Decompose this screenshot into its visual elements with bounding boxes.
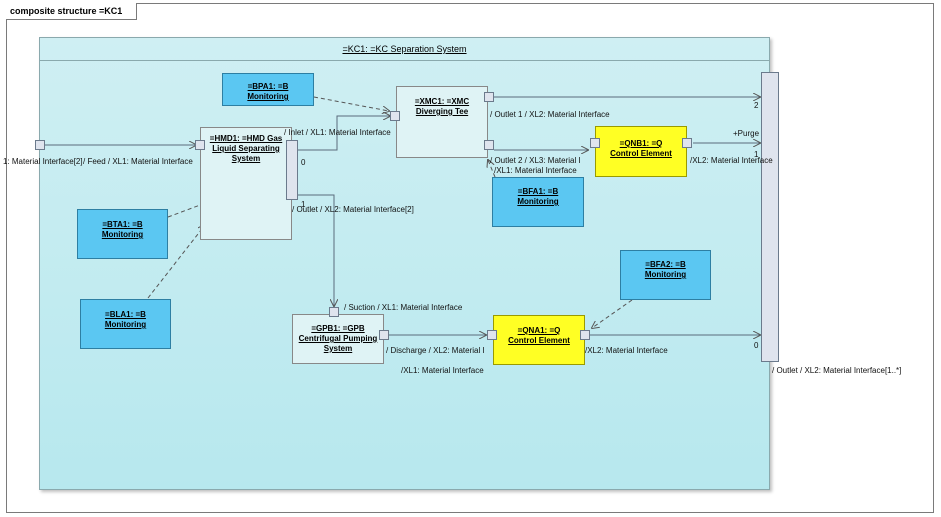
main-outlet-port[interactable] (761, 72, 779, 362)
qnb1-xl1-port[interactable] (590, 138, 600, 148)
bfa2-label-1: =BFA2: =B (645, 260, 686, 269)
qnb1-block[interactable]: =QNB1: =Q Control Element (595, 126, 687, 177)
hmd1-label-3: System (231, 154, 261, 163)
xmc1-label-2: Diverging Tee (415, 107, 469, 116)
main-outlet-label: / Outlet / XL2: Material Interface[1..*] (772, 366, 902, 375)
gpb1-label-3: System (323, 344, 353, 353)
hmd1-label-1: =HMD1: =HMD Gas (209, 134, 283, 143)
qna1-xl1-port[interactable] (487, 330, 497, 340)
bla1-label-2: Monitoring (104, 320, 147, 329)
bfa2-link (592, 299, 633, 328)
bpa1-label-1: =BPA1: =B (247, 82, 289, 91)
multiplicity-1-outlet: 1 (754, 150, 759, 159)
qnb1-label-1: =QNB1: =Q (619, 139, 663, 148)
bfa1-block[interactable]: =BFA1: =B Monitoring (492, 177, 584, 227)
xmc1-label-1: =XMC1: =XMC (414, 97, 470, 106)
inlet-label: / Inlet / XL1: Material Interface (284, 128, 391, 137)
hmd-to-xmc-connector (297, 116, 390, 151)
qna1-block[interactable]: =QNA1: =Q Control Element (493, 315, 585, 365)
qnb1-label-2: Control Element (610, 149, 672, 158)
gpb1-label-2: Centrifugal Pumping (298, 334, 378, 343)
discharge-label: / Discharge / XL2: Material I (386, 346, 485, 355)
feed-label: / Feed / XL1: Material Interface (83, 157, 193, 166)
multiplicity-0-outlet: 0 (754, 341, 759, 350)
bfa1-label-1: =BFA1: =B (517, 187, 559, 196)
qnb-xl2-label: /XL2: Material Interface (690, 156, 773, 165)
multiplicity-1-hmd: 1 (301, 200, 306, 209)
qna-xl2-label: /XL2: Material Interface (585, 346, 668, 355)
bpa1-link (313, 96, 389, 111)
bla1-label-1: =BLA1: =B (105, 310, 146, 319)
hmd-to-gpb-connector (297, 194, 334, 306)
xl1-material-label: /XL1: Material Interface (494, 166, 577, 175)
bfa2-label-2: Monitoring (644, 270, 687, 279)
qnb1-xl2-port[interactable] (682, 138, 692, 148)
qna1-xl2-port[interactable] (580, 330, 590, 340)
container-feed-port[interactable] (35, 140, 45, 150)
qna1-label-1: =QNA1: =Q (517, 326, 561, 335)
bta1-label-1: =BTA1: =B (102, 220, 143, 229)
bfa1-link (488, 160, 496, 178)
outlet1-label: / Outlet 1 / XL2: Material Interface (490, 110, 610, 119)
outlet2-label: / Outlet 2 / XL3: Material I (490, 156, 581, 165)
bta1-label-2: Monitoring (101, 230, 144, 239)
suction-label: / Suction / XL1: Material Interface (344, 303, 463, 312)
hmd1-feed-port[interactable] (195, 140, 205, 150)
xmc1-block[interactable]: =XMC1: =XMC Diverging Tee (396, 86, 488, 158)
purge-label: +Purge (733, 129, 760, 138)
qna1-label-2: Control Element (508, 336, 570, 345)
left-port-label: 1: Material Interface[2] (3, 157, 83, 166)
gpb1-discharge-port[interactable] (379, 330, 389, 340)
hmd-outlet-label: / Outlet / XL2: Material Interface[2] (292, 205, 414, 214)
gpb1-suction-port[interactable] (329, 307, 339, 317)
bpa1-label-2: Monitoring (247, 92, 289, 101)
gpb1-label-1: =GPB1: =GPB (311, 324, 365, 333)
bta1-block[interactable]: =BTA1: =B Monitoring (77, 209, 168, 259)
gpb1-block[interactable]: =GPB1: =GPB Centrifugal Pumping System (292, 314, 384, 364)
hmd1-label-2: Liquid Separating (212, 144, 280, 153)
bpa1-block[interactable]: =BPA1: =B Monitoring (222, 73, 314, 106)
frame-title: composite structure =KC1 (6, 3, 138, 20)
bla1-link (147, 225, 205, 299)
xmc1-inlet-port[interactable] (390, 111, 400, 121)
bla1-block[interactable]: =BLA1: =B Monitoring (80, 299, 171, 349)
hmd1-block[interactable]: =HMD1: =HMD Gas Liquid Separating System (200, 127, 292, 240)
multiplicity-0-hmd: 0 (301, 158, 306, 167)
bfa1-label-2: Monitoring (517, 197, 559, 206)
xmc1-outlet2-port[interactable] (484, 140, 494, 150)
bfa2-block[interactable]: =BFA2: =B Monitoring (620, 250, 711, 300)
qna-xl1-label: /XL1: Material Interface (401, 366, 484, 375)
container-title: =KC1: =KC Separation System (40, 38, 769, 61)
diagram-frame (6, 3, 934, 513)
hmd1-outlet-port[interactable] (286, 140, 298, 200)
multiplicity-2-outlet: 2 (754, 101, 759, 110)
xmc1-outlet1-port[interactable] (484, 92, 494, 102)
